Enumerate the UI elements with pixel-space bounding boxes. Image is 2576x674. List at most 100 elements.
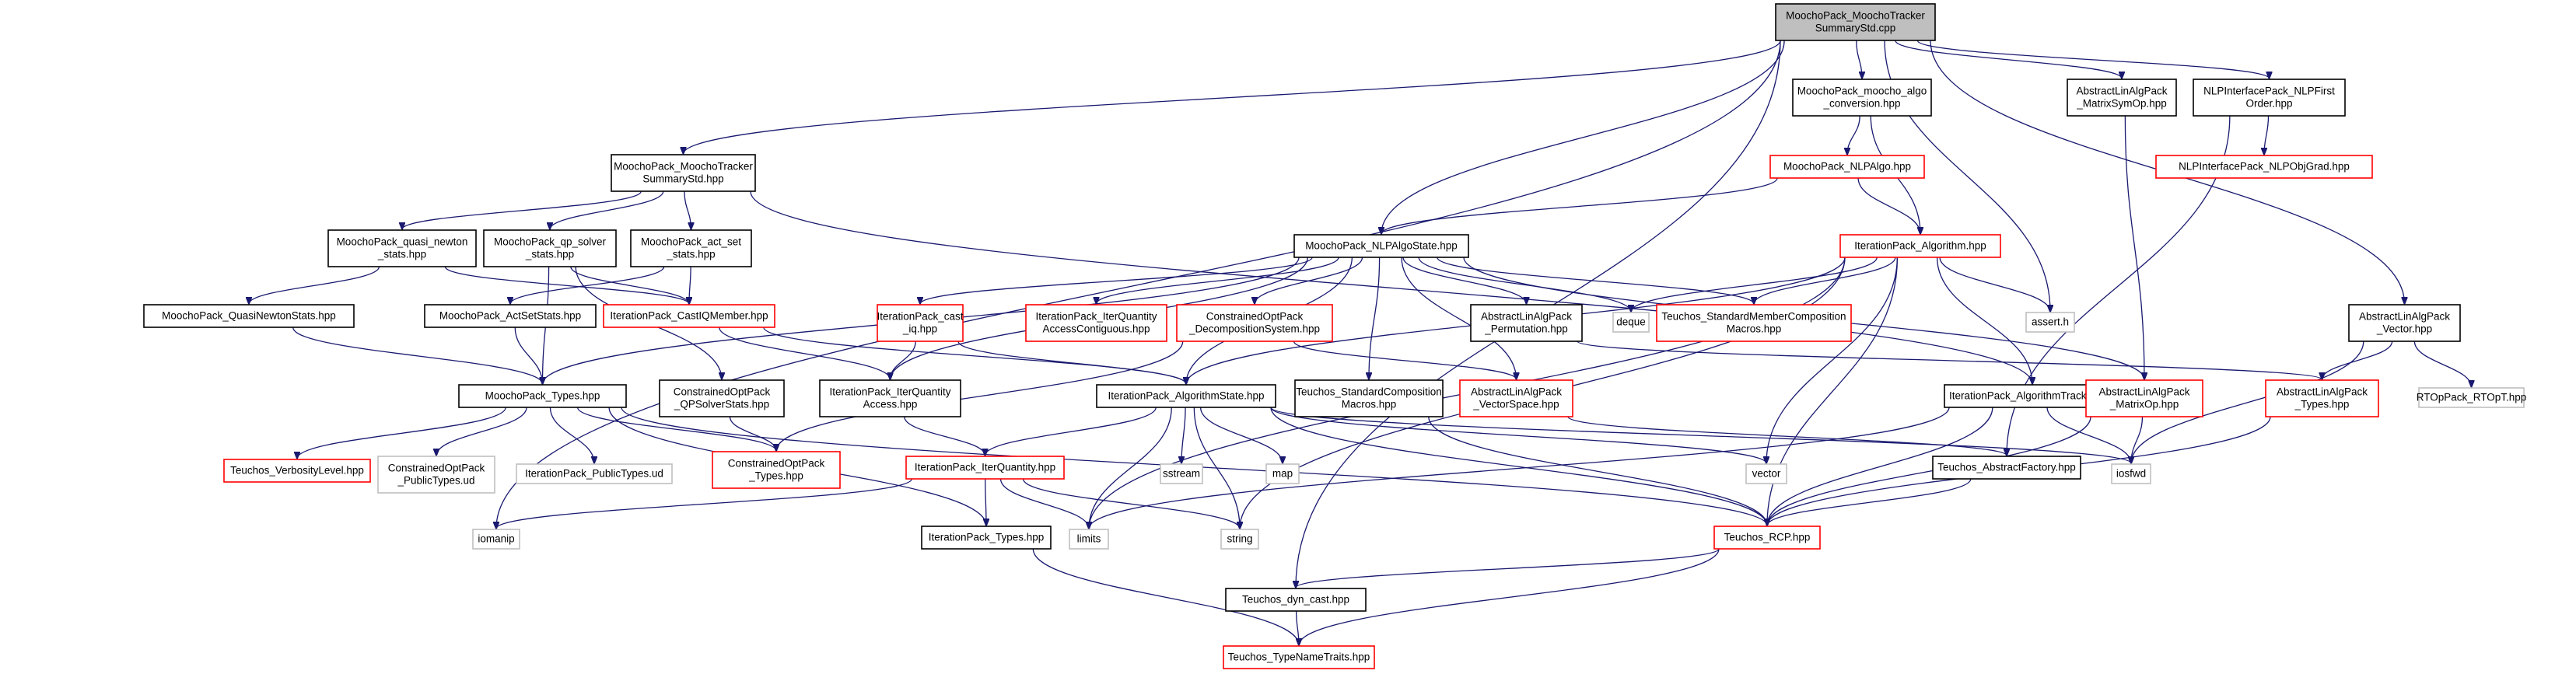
node-nlpobjgrad[interactable]: NLPInterfacePack_NLPObjGrad.hpp	[2155, 155, 2373, 179]
node-label-line: ConstrainedOptPack	[728, 458, 825, 470]
node-box	[2155, 155, 2373, 179]
edge-iter-algorithm-to-deque	[1631, 257, 1878, 312]
node-label-line: string	[1227, 533, 1252, 545]
node-ip-publictypes: IterationPack_PublicTypes.ud	[516, 463, 673, 484]
node-actsetstats[interactable]: MoochoPack_ActSetStats.hpp	[424, 304, 597, 328]
node-label-line: SummaryStd.hpp	[642, 173, 723, 185]
node-box	[1459, 379, 1573, 417]
node-box	[1225, 588, 1367, 612]
edge-quasi-newton-stats-to-quasinewtonstats	[249, 266, 380, 304]
node-iter-algorithm[interactable]: IterationPack_Algorithm.hpp	[1839, 234, 2001, 258]
node-quasi-newton-stats[interactable]: MoochoPack_quasi_newton_stats.hpp	[327, 229, 477, 267]
node-deque: deque	[1612, 312, 1650, 333]
node-label-line: ConstrainedOptPack	[1206, 311, 1304, 323]
edge-vectorspace-to-abstractfactory	[1567, 416, 2007, 456]
node-label-line: limits	[1077, 533, 1101, 545]
edge-root-to-nlpalgostate	[1381, 40, 1785, 234]
edge-tracker-hpp-to-qp-solver-stats	[550, 190, 664, 229]
edge-root-to-nlpfirstorder	[1916, 40, 2269, 79]
edge-root-to-algo-conversion	[1856, 40, 1862, 79]
node-vectorspace[interactable]: AbstractLinAlgPack_VectorSpace.hpp	[1459, 379, 1573, 417]
edge-cast-iq-to-iterquantity-access	[891, 340, 916, 379]
node-label-line: MoochoPack_act_set	[641, 236, 741, 248]
node-label-line: _MatrixOp.hpp	[2109, 399, 2179, 410]
edge-rcp-to-typenametraits	[1299, 548, 1720, 645]
node-box	[1775, 3, 1936, 41]
node-matrixop[interactable]: AbstractLinAlgPack_MatrixOp.hpp	[2085, 379, 2203, 417]
node-alap-vector[interactable]: AbstractLinAlgPack_Vector.hpp	[2348, 304, 2461, 342]
edge-root-to-tracker-hpp	[684, 40, 1781, 154]
node-box	[611, 154, 756, 192]
node-nlpalgostate[interactable]: MoochoPack_NLPAlgoState.hpp	[1293, 234, 1469, 258]
edge-matrixop-to-iosfwd	[2131, 416, 2144, 463]
node-alap-types[interactable]: AbstractLinAlgPack_Types.hpp	[2265, 379, 2379, 417]
node-box	[143, 304, 355, 328]
edge-permutation-to-alap-types	[1577, 340, 2322, 379]
node-algorithmstate[interactable]: IterationPack_AlgorithmState.hpp	[1096, 384, 1276, 408]
edge-iterquantity-to-limits	[999, 478, 1089, 529]
node-matrixsymop[interactable]: AbstractLinAlgPack_MatrixSymOp.hpp	[2067, 79, 2177, 117]
node-algo-conversion[interactable]: MoochoPack_moocho_algo_conversion.hpp	[1792, 79, 1932, 117]
node-label-line: MoochoPack_NLPAlgo.hpp	[1783, 161, 1911, 173]
edge-matrixsymop-to-matrixop	[2124, 115, 2144, 379]
node-abstractfactory[interactable]: Teuchos_AbstractFactory.hpp	[1932, 456, 2081, 480]
node-qpsolverstats[interactable]: ConstrainedOptPack_QPSolverStats.hpp	[659, 379, 785, 417]
node-label-line: _stats.hpp	[525, 249, 574, 260]
node-cast-iq[interactable]: IterationPack_cast_iq.hpp	[877, 304, 964, 342]
node-decomposition[interactable]: ConstrainedOptPack_DecompositionSystem.h…	[1176, 304, 1333, 342]
node-box	[1612, 312, 1650, 333]
node-permutation[interactable]: AbstractLinAlgPack_Permutation.hpp	[1470, 304, 1583, 342]
node-quasinewtonstats[interactable]: MoochoPack_QuasiNewtonStats.hpp	[143, 304, 355, 328]
node-dyn-cast[interactable]: Teuchos_dyn_cast.hpp	[1225, 588, 1367, 612]
node-map: map	[1265, 463, 1300, 484]
node-ip-types[interactable]: IterationPack_Types.hpp	[921, 526, 1052, 550]
node-label-line: Teuchos_TypeNameTraits.hpp	[1228, 651, 1370, 663]
node-qp-solver-stats[interactable]: MoochoPack_qp_solver_stats.hpp	[483, 229, 617, 267]
edge-algorithmstate-to-map	[1199, 407, 1283, 463]
node-label-line: _DecompositionSystem.hpp	[1188, 323, 1320, 335]
node-label-line: MoochoPack_NLPAlgoState.hpp	[1305, 240, 1458, 252]
node-castiqmember[interactable]: IterationPack_CastIQMember.hpp	[603, 304, 775, 328]
node-label-line: iomanip	[478, 533, 514, 545]
node-verbositylevel[interactable]: Teuchos_VerbosityLevel.hpp	[223, 459, 371, 483]
node-box	[712, 451, 841, 489]
node-label-line: _iq.hpp	[902, 323, 937, 335]
node-string: string	[1220, 529, 1259, 550]
node-label-line: MoochoPack_QuasiNewtonStats.hpp	[162, 310, 336, 322]
node-label-line: map	[1272, 468, 1293, 480]
node-box	[1176, 304, 1333, 342]
node-rcp[interactable]: Teuchos_RCP.hpp	[1713, 526, 1821, 550]
node-iterquantity-contig[interactable]: IterationPack_IterQuantityAccessContiguo…	[1025, 304, 1167, 342]
node-act-set-stats[interactable]: MoochoPack_act_set_stats.hpp	[630, 229, 752, 267]
node-nlpalgo[interactable]: MoochoPack_NLPAlgo.hpp	[1769, 155, 1925, 179]
node-box	[2193, 79, 2346, 117]
node-label-line: AbstractLinAlgPack	[2098, 386, 2189, 398]
node-co-types[interactable]: ConstrainedOptPack_Types.hpp	[712, 451, 841, 489]
edge-ip-types-to-typenametraits	[1032, 548, 1299, 645]
edge-algorithmtracker-to-rcp	[1767, 407, 1993, 526]
edge-iterquantity-access-to-iterquantity	[904, 416, 985, 456]
node-stdmembercomp[interactable]: Teuchos_StandardMemberCompositionMacros.…	[1656, 304, 1852, 342]
edge-root-to-matrixsymop	[1895, 40, 2122, 79]
node-box	[327, 229, 477, 267]
node-label-line: MoochoPack_qp_solver	[494, 236, 607, 248]
node-box	[2418, 387, 2525, 408]
node-label-line: ConstrainedOptPack	[388, 463, 485, 474]
node-iterquantity[interactable]: IterationPack_IterQuantity.hpp	[905, 456, 1065, 480]
edge-nlpalgostate-to-deque	[1418, 257, 1631, 312]
node-box	[1069, 529, 1109, 550]
edge-act-set-stats-to-actsetstats	[510, 266, 665, 304]
node-label-line: MoochoPack_ActSetStats.hpp	[439, 310, 581, 322]
node-label-line: MoochoPack_Types.hpp	[485, 390, 600, 402]
edge-nlpalgo-to-iter-algorithm	[1857, 177, 1920, 234]
node-typenametraits[interactable]: Teuchos_TypeNameTraits.hpp	[1223, 645, 1375, 669]
node-label-line: IterationPack_PublicTypes.ud	[525, 468, 663, 480]
edge-iter-algorithm-to-stdmembercomp	[1754, 257, 1896, 304]
node-moocho-types[interactable]: MoochoPack_Types.hpp	[458, 384, 627, 408]
node-box	[1293, 234, 1469, 258]
